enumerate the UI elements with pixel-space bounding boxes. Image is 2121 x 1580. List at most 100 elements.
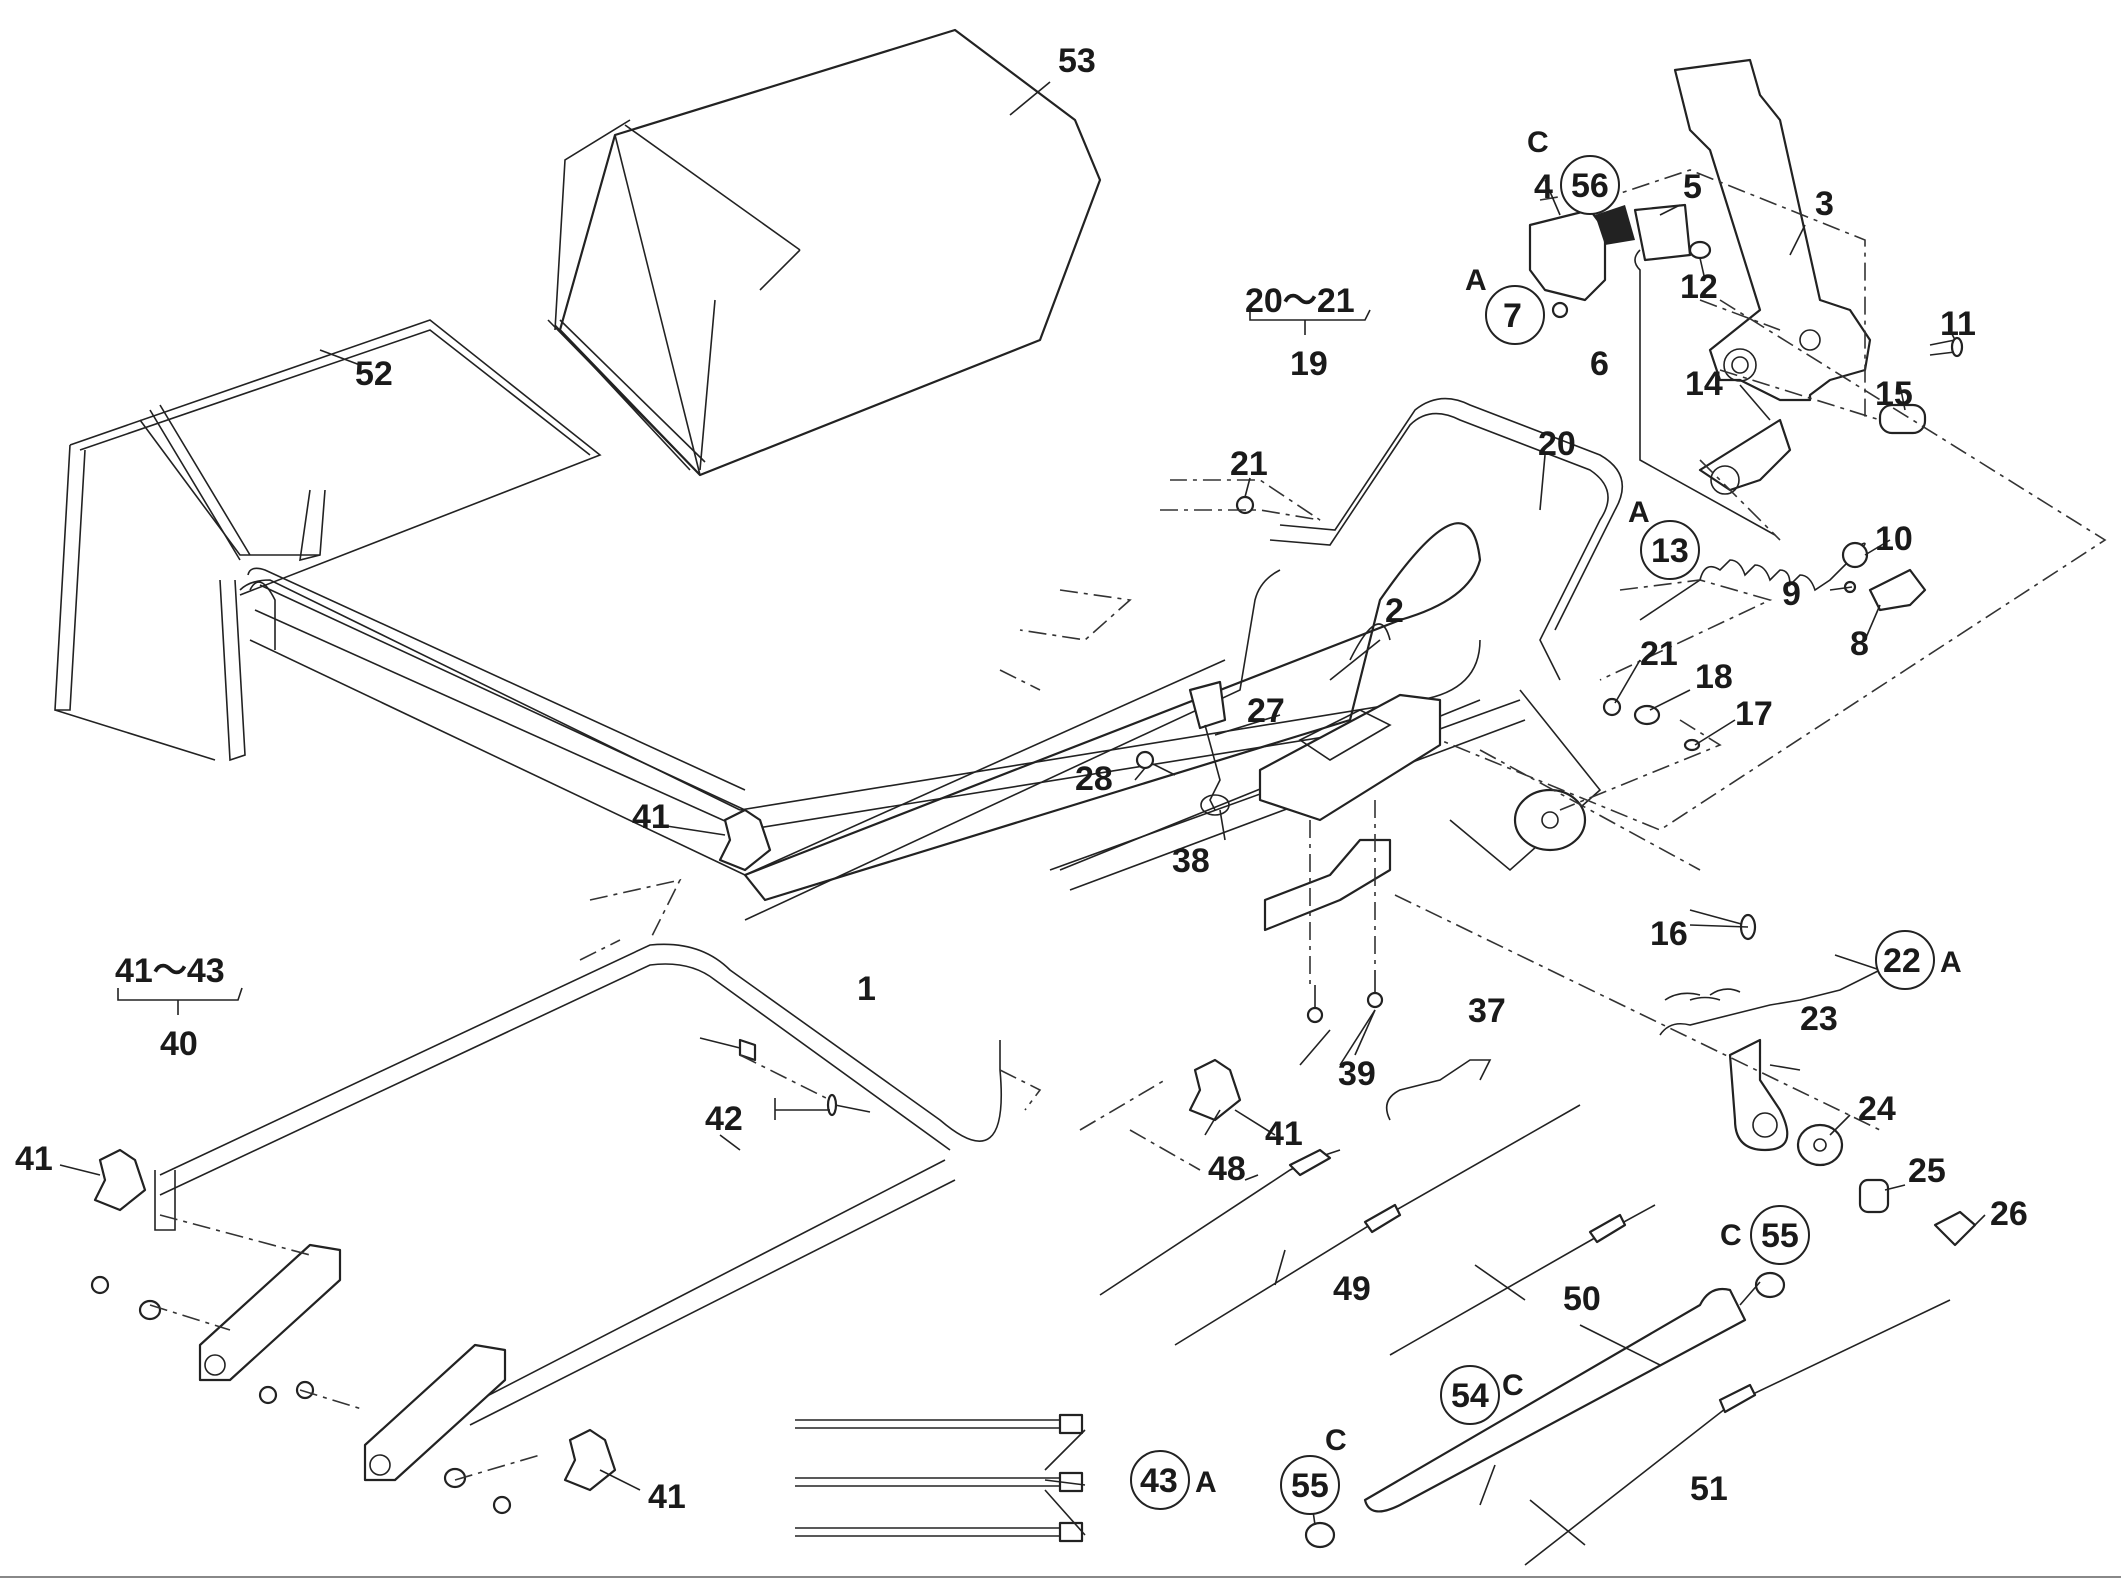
frame-arm-3 <box>1673 58 1872 402</box>
cable-48 <box>1099 1148 1341 1296</box>
callout-8: 8 <box>1850 625 1869 663</box>
callout-10: 10 <box>1875 520 1913 558</box>
callout-41-bottom: 41 <box>648 1478 686 1516</box>
callout-circle-54 <box>1440 1365 1500 1425</box>
callout-37: 37 <box>1468 992 1506 1030</box>
callout-11: 11 <box>1940 305 1976 343</box>
group-id-19: 19 <box>1290 345 1328 383</box>
callout-24: 24 <box>1858 1090 1896 1128</box>
callout-49: 49 <box>1333 1270 1371 1308</box>
marker-c-55b: C <box>1325 1424 1347 1457</box>
callout-circle-13 <box>1640 520 1700 580</box>
callout-26: 26 <box>1990 1195 2028 1233</box>
marker-c-55a: C <box>1720 1219 1742 1252</box>
callout-28: 28 <box>1075 760 1113 798</box>
lever-handle-20 <box>1269 397 1624 681</box>
throttle-lever-27 <box>1188 680 1230 816</box>
lever-8 <box>1868 568 1927 612</box>
marker-a-22: A <box>1940 946 1962 979</box>
callout-48: 48 <box>1208 1150 1246 1188</box>
callout-55b: 55 <box>1291 1467 1329 1505</box>
callout-41-left: 41 <box>15 1140 53 1178</box>
bolt-26 <box>1933 1210 1977 1247</box>
control-box-38 <box>1258 693 1442 822</box>
side-plate-right <box>363 1343 507 1482</box>
lever-23 <box>1728 1038 1789 1152</box>
hose-54 <box>1363 1287 1747 1513</box>
nut-10 <box>1841 541 1869 569</box>
callout-7: 7 <box>1503 297 1522 335</box>
group-id-40: 40 <box>160 1025 198 1063</box>
callout-3: 3 <box>1815 185 1834 223</box>
bolt-21b <box>1602 697 1622 717</box>
callout-9: 9 <box>1782 575 1801 613</box>
callout-5: 5 <box>1683 168 1702 206</box>
callout-53: 53 <box>1058 42 1096 80</box>
callout-2: 2 <box>1385 592 1404 630</box>
spring-13 <box>1639 542 1866 621</box>
marker-c-56: C <box>1527 126 1549 159</box>
cable-50 <box>1389 1204 1656 1356</box>
callout-38: 38 <box>1172 842 1210 880</box>
callout-4: 4 <box>1534 168 1553 206</box>
callout-17: 17 <box>1735 695 1773 733</box>
marker-a-13: A <box>1628 496 1650 529</box>
callout-25: 25 <box>1908 1152 1946 1190</box>
callout-12: 12 <box>1680 268 1718 306</box>
marker-a-7: A <box>1465 264 1487 297</box>
callout-18: 18 <box>1695 658 1733 696</box>
switch-plate-5 <box>1633 203 1692 262</box>
mount-bracket <box>1263 788 1587 932</box>
bracket-6 <box>1634 249 1776 536</box>
spring-22 <box>1659 954 1883 1036</box>
cable-51 <box>1524 1299 1951 1566</box>
callout-51: 51 <box>1690 1470 1728 1508</box>
callout-39: 39 <box>1338 1055 1376 1093</box>
group-range-40: 41～43 <box>115 952 225 990</box>
callout-circle-7 <box>1485 285 1545 345</box>
callout-41-mid: 41 <box>1265 1115 1303 1153</box>
callout-55a: 55 <box>1761 1217 1799 1255</box>
group-bracket-19 <box>1249 309 1371 335</box>
callout-6: 6 <box>1590 345 1609 383</box>
callout-23: 23 <box>1800 1000 1838 1038</box>
callout-27: 27 <box>1247 692 1285 730</box>
clip-17 <box>1683 738 1701 752</box>
callout-50: 50 <box>1563 1280 1601 1318</box>
callout-14: 14 <box>1685 365 1723 403</box>
callout-15: 15 <box>1875 375 1913 413</box>
group-bracket-40 <box>117 987 243 1015</box>
bag-frame <box>54 319 602 762</box>
callout-56: 56 <box>1571 167 1609 205</box>
knob-41-mid <box>1188 1058 1242 1122</box>
plate-24 <box>1796 1123 1844 1167</box>
spring-37 <box>1385 1059 1492 1121</box>
grass-bag <box>554 28 1102 477</box>
callout-52: 52 <box>355 355 393 393</box>
lower-handle <box>154 943 1002 1426</box>
callout-circle-43 <box>1130 1450 1190 1510</box>
pin-15 <box>1878 403 1927 435</box>
clip-55b <box>1304 1521 1336 1549</box>
switch-box-4 <box>1528 208 1607 302</box>
spring-25 <box>1858 1178 1890 1214</box>
washer-12 <box>1688 240 1712 260</box>
knob-41-upper <box>718 808 772 872</box>
callout-43: 43 <box>1140 1462 1178 1500</box>
knob-41-bottom <box>563 1428 617 1492</box>
pin-16 <box>1689 909 1757 941</box>
bracket-14 <box>1698 418 1792 495</box>
side-plate-left <box>198 1243 342 1382</box>
callout-20: 20 <box>1538 425 1576 463</box>
callout-21b: 21 <box>1640 635 1678 673</box>
callout-circle-22 <box>1875 930 1935 990</box>
callout-13: 13 <box>1651 532 1689 570</box>
assembly-lines <box>149 169 2107 1481</box>
callout-22: 22 <box>1883 942 1921 980</box>
clip-55a <box>1754 1271 1786 1299</box>
knob-41-left <box>93 1148 147 1212</box>
callout-42: 42 <box>705 1100 743 1138</box>
cable-49 <box>1174 1104 1581 1346</box>
callout-circle-55a <box>1750 1205 1810 1265</box>
